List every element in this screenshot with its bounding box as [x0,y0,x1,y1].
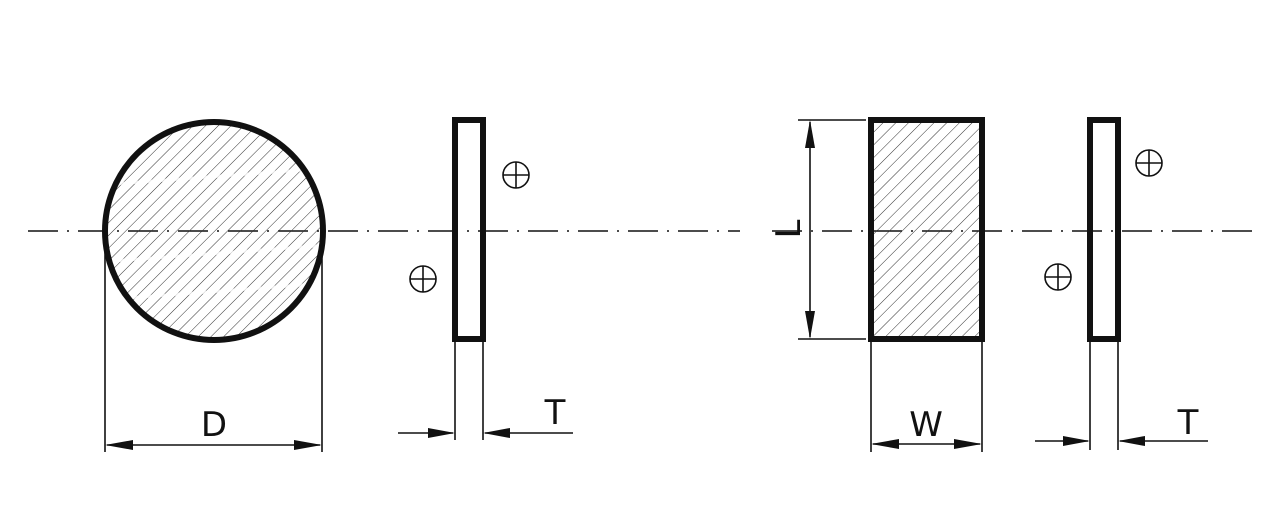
rectangle-side-view [1087,117,1121,342]
diameter-label: D [201,405,227,445]
thickness-label-rect: T [1177,403,1199,443]
width-dimension: W [870,342,983,452]
width-label: W [909,405,943,445]
thickness-dimension-disc: T [398,342,573,440]
thickness-dimension-rect: T [1035,342,1208,450]
length-dimension: L [769,119,866,340]
rectangle-front-view [868,117,985,342]
thickness-label-disc: T [544,393,566,433]
length-label: L [769,219,809,238]
disc-side-view [452,117,486,342]
electrode-symbol-disc-top [502,161,530,189]
electrode-symbol-rect-bottom [1044,263,1072,291]
electrode-symbol-disc-bottom [409,265,437,293]
disc-front-view [102,119,326,343]
diameter-dimension: D [104,231,323,452]
electrode-symbol-rect-top [1135,149,1163,177]
